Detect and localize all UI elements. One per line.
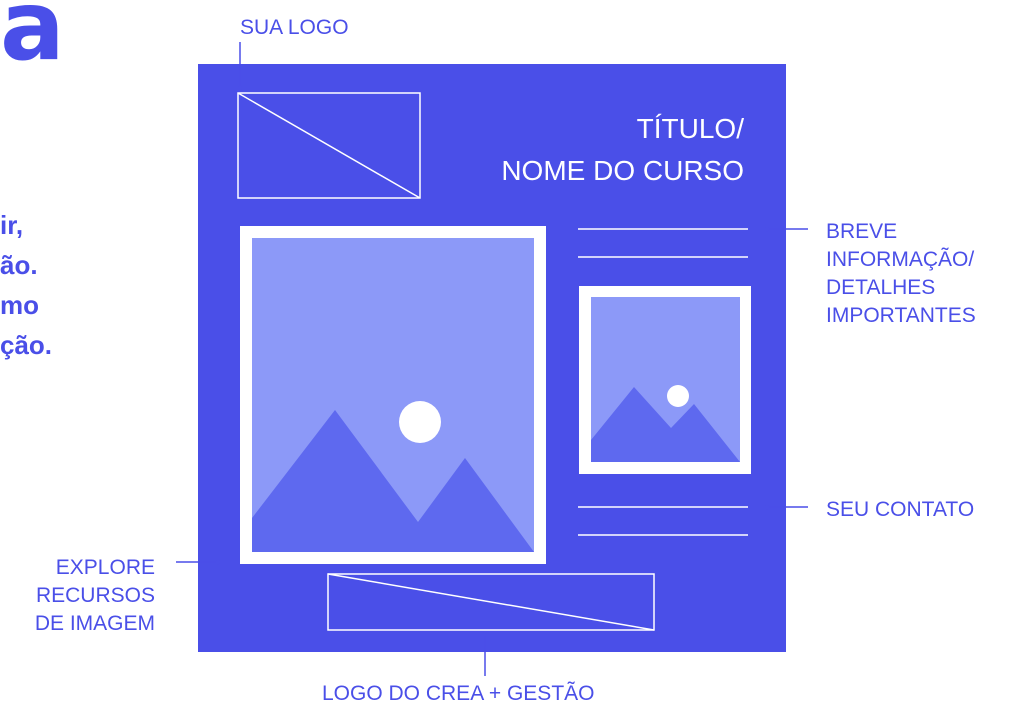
template-title-line2: NOME DO CURSO [501,155,744,186]
small-image-placeholder [579,286,751,474]
cropped-text-line: ção. [0,330,53,360]
label-line: INFORMAÇÃO/ [826,248,975,271]
label-line: IMPORTANTES [826,304,976,327]
cropped-text-line: mo [0,290,39,320]
crea-logo-placeholder [327,573,655,631]
large-image-placeholder [240,226,546,564]
cropped-heading: a [0,0,65,82]
label-logo-crea: LOGO DO CREA + GESTÃO [322,682,595,705]
cropped-text-line: ir, [0,210,24,240]
template-title-line1: TÍTULO/ [637,113,745,144]
label-line: EXPLORE [55,556,155,579]
leader-lines [176,42,808,676]
label-line: DETALHES [826,276,936,299]
cropped-text-line: ão. [0,250,38,280]
label-breve-informacao: BREVE INFORMAÇÃO/ DETALHES IMPORTANTES [826,218,976,330]
label-seu-contato: SEU CONTATO [826,498,975,521]
cropped-body-text: ir, ão. mo ção. [0,205,52,365]
label-sua-logo: SUA LOGO [240,16,349,39]
label-line: RECURSOS [35,584,155,607]
logo-placeholder [237,92,421,199]
label-line: DE IMAGEM [34,612,155,635]
label-explore-recursos: EXPLORE RECURSOS DE IMAGEM [35,554,155,638]
label-line: BREVE [826,220,898,243]
